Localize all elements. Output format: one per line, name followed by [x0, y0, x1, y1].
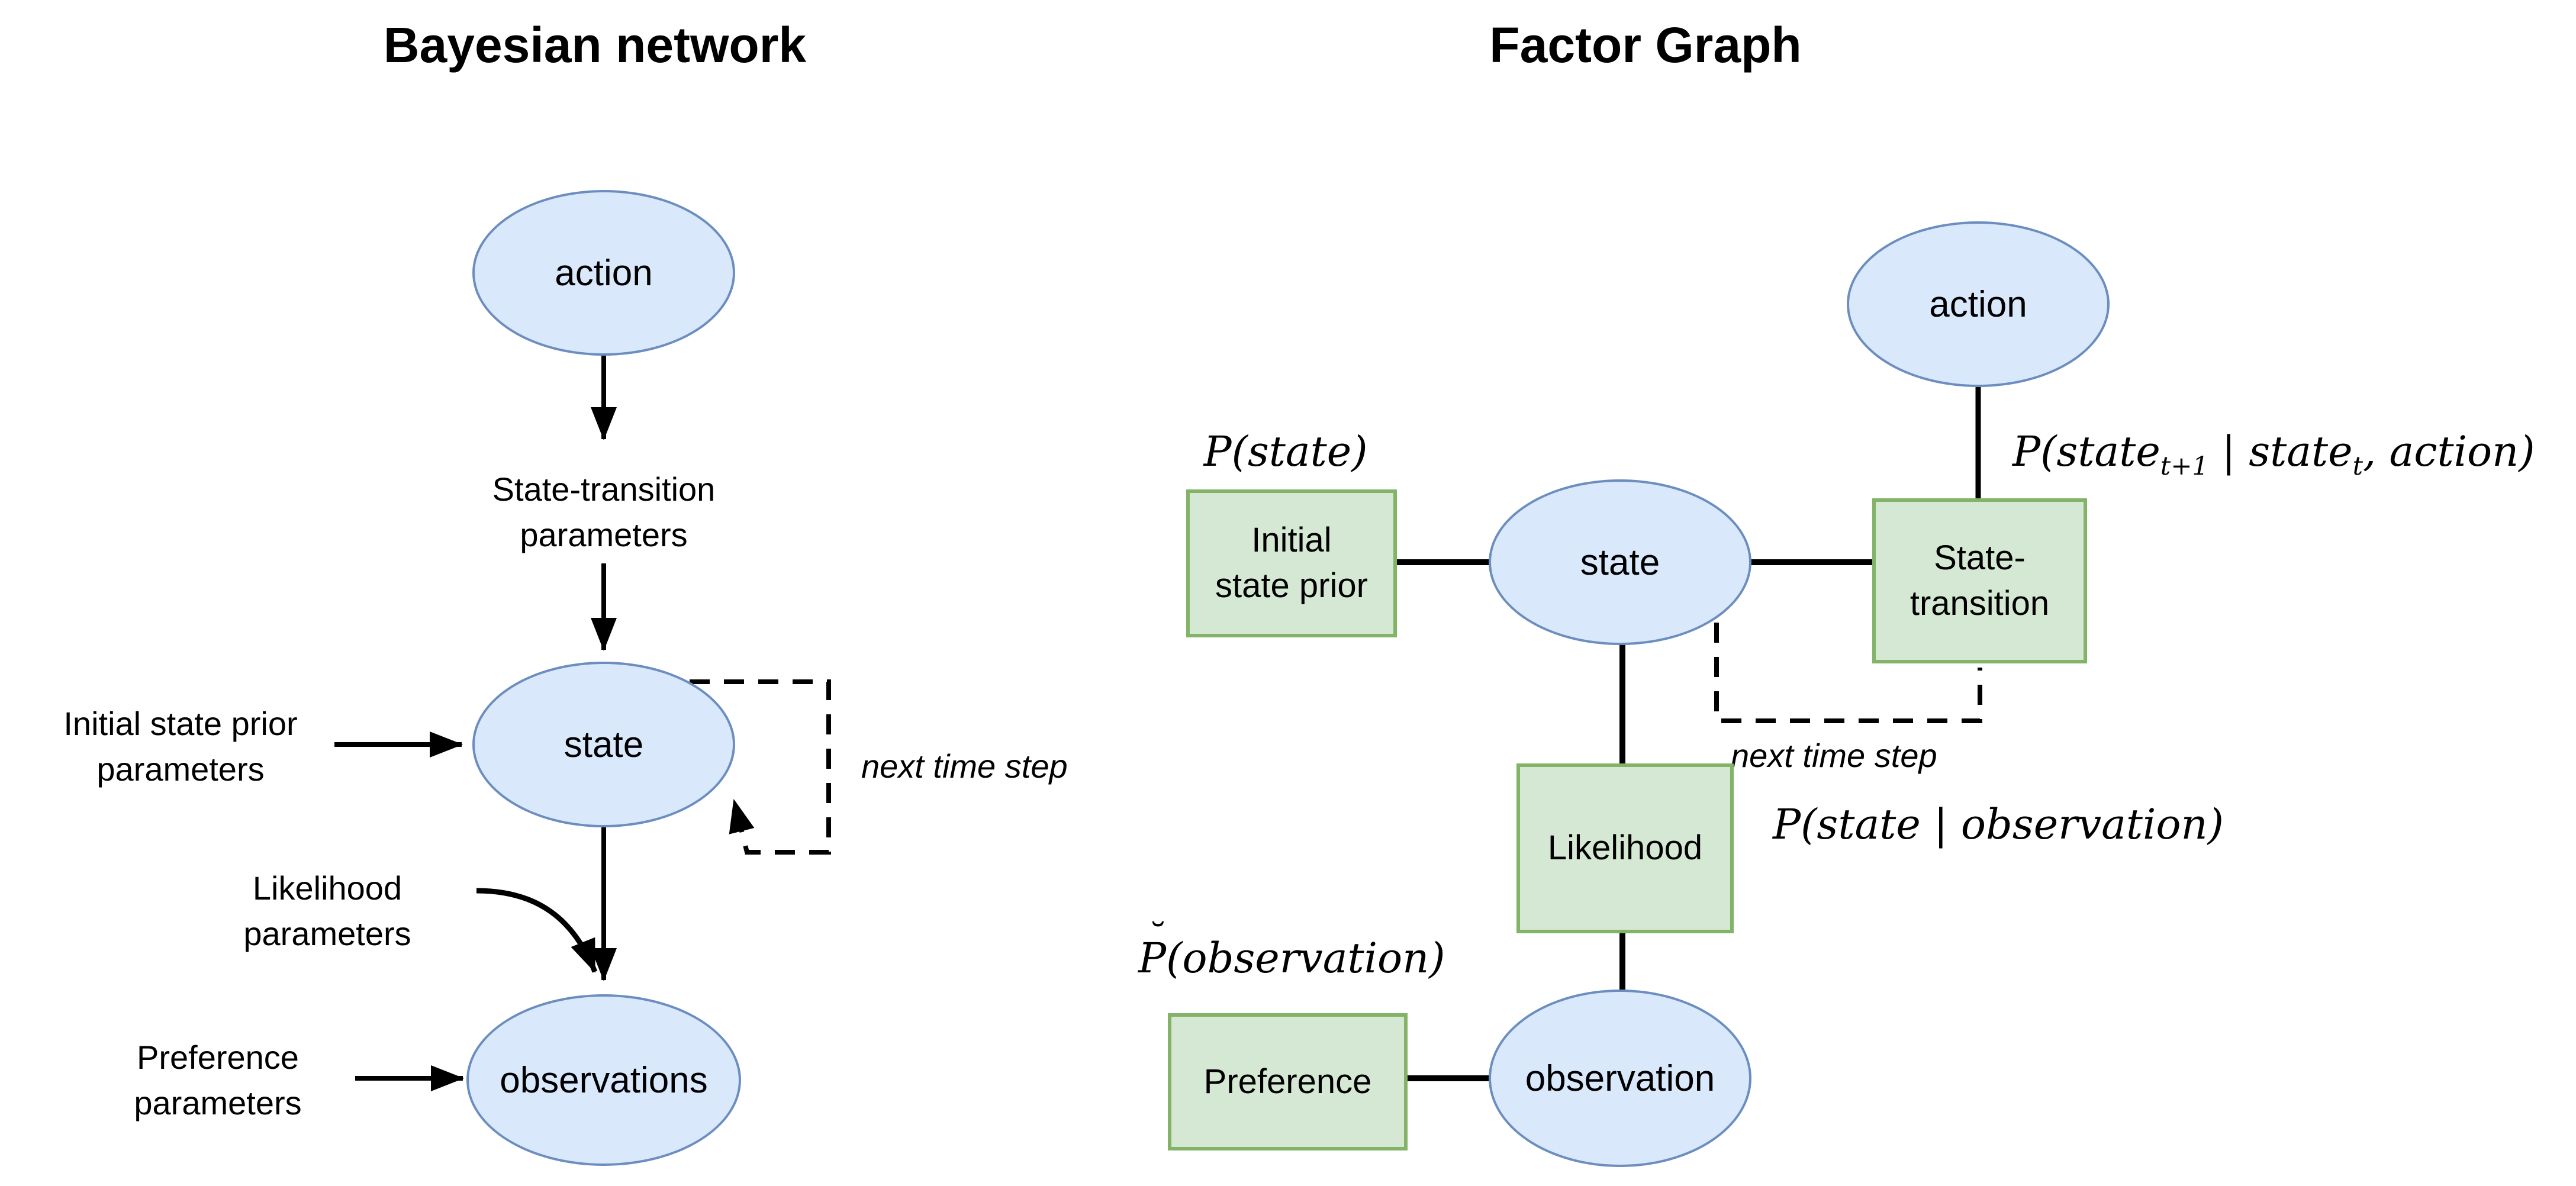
label-next-time-step-left: next time step — [861, 747, 1068, 785]
label-preference-line1: Preference — [137, 1039, 299, 1076]
node-observations-left-label: observations — [500, 1059, 708, 1101]
factor-initial-state-prior-line2: state prior — [1215, 566, 1368, 605]
arrow-likelihood-params-curve — [476, 888, 598, 973]
breve-accent: ˘ — [1148, 916, 1168, 959]
factor-initial-state-prior-line1: Initial — [1251, 521, 1332, 560]
node-action-right: action — [1847, 221, 2110, 387]
factor-likelihood: Likelihood — [1516, 763, 1734, 933]
formula-preference-base: P — [1138, 934, 1167, 982]
formula-transition-pre: P(state — [2012, 427, 2160, 476]
label-likelihood-line2: parameters — [243, 915, 411, 953]
factor-likelihood-label: Likelihood — [1547, 829, 1703, 868]
node-state-left: state — [472, 662, 735, 827]
factor-preference-label: Preference — [1203, 1062, 1372, 1101]
label-state-transition-line1: State-transition — [492, 470, 716, 508]
formula-transition-sub1: t+1 — [2160, 452, 2209, 481]
formula-transition-sub2: t — [2352, 452, 2364, 481]
node-state-right-label: state — [1580, 542, 1660, 583]
label-next-time-step-right: next time step — [1731, 737, 1937, 774]
dashed-next-time-step-loop-left — [690, 679, 831, 855]
formula-transition-post: , action) — [2363, 427, 2535, 476]
node-observations-left: observations — [466, 994, 741, 1166]
factor-state-transition: State- transition — [1872, 498, 2087, 663]
label-state-transition-parameters: State-transition parameters — [492, 466, 716, 558]
label-likelihood-line1: Likelihood — [252, 869, 402, 907]
label-preference-parameters: Preference parameters — [134, 1034, 301, 1126]
label-initial-state-prior-line2: parameters — [96, 750, 265, 788]
factor-preference: Preference — [1168, 1013, 1408, 1150]
factor-initial-state-prior: Initial state prior — [1186, 489, 1397, 637]
formula-preference-rest: (observation) — [1166, 934, 1445, 982]
factor-state-transition-line2: transition — [1910, 584, 2050, 623]
factor-state-transition-line1: State- — [1934, 538, 2026, 577]
node-action-right-label: action — [1929, 283, 2027, 325]
node-action-left: action — [472, 190, 735, 356]
bayesian-network-title: Bayesian network — [383, 17, 807, 73]
formula-state-transition: P(statet+1 | statet, action) — [2012, 427, 2535, 481]
node-observation-right-label: observation — [1525, 1058, 1715, 1099]
formula-posterior: P(state | observation) — [1773, 800, 2224, 849]
factor-graph-title: Factor Graph — [1489, 17, 1802, 73]
formula-transition-mid: | state — [2208, 427, 2353, 476]
formula-preference: ˘P(observation) — [1138, 916, 1445, 982]
label-preference-line2: parameters — [134, 1084, 302, 1122]
node-action-left-label: action — [555, 252, 653, 294]
label-state-transition-line2: parameters — [520, 516, 688, 554]
dashed-next-time-step-loop-right — [1714, 623, 1982, 723]
label-initial-state-prior-parameters: Initial state prior parameters — [63, 701, 297, 792]
label-initial-state-prior-line1: Initial state prior — [63, 705, 298, 742]
node-observation-right: observation — [1489, 990, 1751, 1167]
label-likelihood-parameters: Likelihood parameters — [243, 865, 411, 957]
node-state-left-label: state — [564, 724, 644, 765]
node-state-right: state — [1489, 479, 1751, 645]
formula-prior: P(state) — [1203, 427, 1368, 476]
formula-preference-accented-p: ˘P — [1138, 916, 1167, 982]
